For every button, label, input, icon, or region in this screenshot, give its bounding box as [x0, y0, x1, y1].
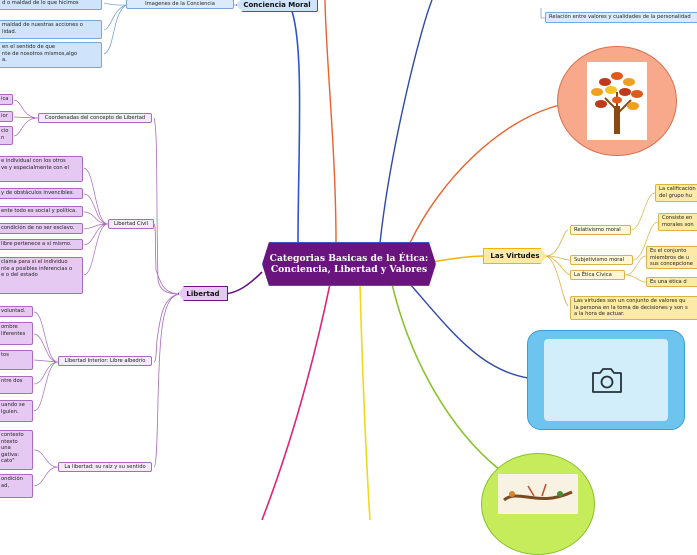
virtudes-banner-icon	[503, 483, 573, 502]
las-virtudes-topic[interactable]: Las Virtudes	[483, 248, 547, 264]
valores-sub-line	[540, 8, 545, 19]
libertad-title: Libertad	[186, 289, 220, 298]
civil-lines	[83, 167, 109, 276]
central-topic-line-2: Conciencia, Libertad y Valores	[270, 264, 428, 275]
tree-image	[557, 46, 677, 156]
etica-civica-lines	[624, 255, 647, 283]
conciencia-text-1: d o maldad de lo que hicimos	[0, 0, 102, 10]
coordenadas-libertad-label[interactable]: Coordenadas del concepto de Libertad	[38, 113, 152, 123]
relativismo-moral-text: La calificación del grupo hu	[655, 184, 697, 202]
subjetivismo-moral-text: Consiste en morales son	[658, 213, 697, 231]
relativismo-line	[630, 192, 656, 231]
interior-text-5: uando se lguien.	[0, 400, 33, 422]
central-topic-line-1: Categorias Basicas de la Ética:	[269, 253, 429, 264]
libertad-sub-lines	[153, 117, 181, 468]
imagenes-conciencia-label[interactable]: Imagenes de la Conciencia	[126, 0, 234, 9]
raiz-text-1: contexto ntexto una gativa: cato"	[0, 430, 33, 470]
relativismo-moral-label[interactable]: Relativismo moral	[570, 225, 631, 235]
subjetivismo-moral-label[interactable]: Subjetivismo moral	[570, 255, 633, 265]
branch-line-yellow	[359, 283, 371, 520]
relacion-valores-label[interactable]: Relación entre valores y cualidades de l…	[545, 12, 697, 23]
interior-text-2: ombre liferentes	[0, 322, 33, 345]
interior-text-1: voluntad.	[0, 306, 33, 317]
mindmap-connectors	[13, 0, 659, 520]
coordenadas-text-2: ior	[0, 111, 13, 122]
image-placeholder[interactable]	[527, 330, 685, 430]
branch-line-virtudes	[431, 255, 485, 263]
subjetivismo-line	[632, 221, 659, 261]
coordenadas-lines	[13, 99, 39, 137]
tree-image-frame	[587, 62, 647, 140]
virtudes-image	[481, 453, 595, 555]
interior-text-3: tos	[0, 350, 33, 370]
civil-text-2: y de obstáculos invencibles.	[0, 188, 83, 199]
branch-line-camera	[409, 283, 529, 379]
etica-civica-text-1: Es el conjunto miembros de u sus concepc…	[646, 246, 697, 269]
branch-line-libertad	[225, 271, 263, 295]
civil-text-3: ente todo es social y política.	[0, 206, 83, 217]
branch-line-top-right	[379, 0, 433, 244]
branch-line-orange-top	[324, 0, 337, 244]
libertad-raiz-label[interactable]: La libertad: su raíz y su sentido	[58, 462, 152, 472]
virtudes-summary-text: Las virtudes son un conjunto de valores …	[570, 296, 697, 320]
conciencia-text-lines	[103, 2, 127, 55]
central-topic[interactable]: Categorias Basicas de la Ética: Concienc…	[262, 242, 436, 286]
etica-civica-text-2: Es una ética d	[646, 277, 697, 287]
interior-text-4: ntre dos	[0, 376, 33, 394]
virtudes-sub-lines	[545, 229, 571, 307]
civil-text-5: libre pertenece a sí mismo.	[0, 239, 83, 250]
civil-text-1: e individual con los otros ve y especial…	[0, 156, 83, 182]
camera-icon	[592, 368, 622, 393]
branch-line-orange-tree	[409, 104, 561, 244]
civil-text-6: clama para si el individuo nte a posible…	[0, 257, 83, 294]
raiz-lines	[33, 449, 59, 487]
virtudes-image-frame	[498, 474, 578, 514]
branch-line-pink	[261, 283, 331, 520]
etica-civica-label[interactable]: La Ética Cívica	[570, 270, 625, 280]
conciencia-text-2: maldad de nuestras acciones o lidad.	[0, 20, 102, 39]
libertad-interior-label[interactable]: Libertad Interior: Libre albedrío	[58, 356, 152, 366]
civil-text-4: condición de no ser esclavo.	[0, 223, 83, 234]
raiz-text-2: ondición ad,	[0, 474, 33, 498]
libertad-civil-label[interactable]: Libertad Civil	[108, 219, 154, 229]
image-placeholder-inner	[544, 339, 668, 421]
conciencia-text-3: en el sentido de que nte de nosotros mis…	[0, 42, 102, 68]
conciencia-moral-topic[interactable]: Conciencia Moral	[236, 0, 318, 12]
libertad-topic[interactable]: Libertad	[178, 286, 228, 301]
interior-lines	[33, 311, 59, 412]
branch-line-green	[391, 283, 501, 471]
tree-icon	[591, 72, 643, 134]
branch-line-conciencia	[289, 5, 301, 245]
coordenadas-text-1: ica	[0, 94, 13, 105]
coordenadas-text-3: cio n	[0, 126, 13, 145]
conciencia-moral-title: Conciencia Moral	[243, 1, 311, 9]
las-virtudes-title: Las Virtudes	[490, 252, 540, 260]
